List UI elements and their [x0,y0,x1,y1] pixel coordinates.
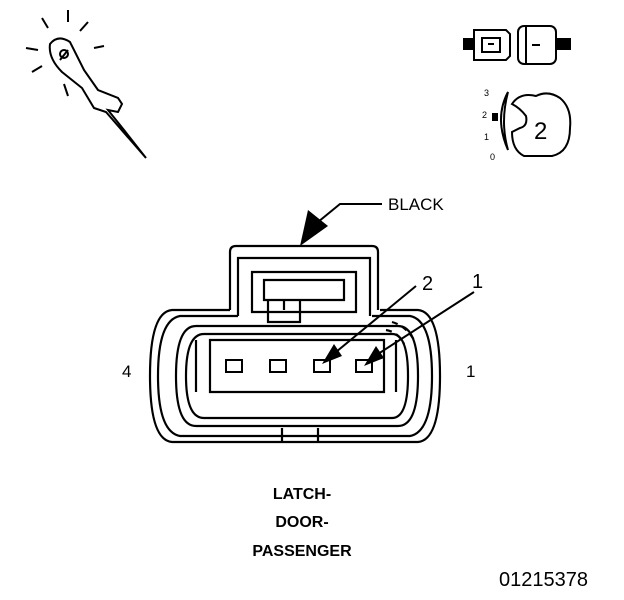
svg-text:LATCH-: LATCH- [273,486,331,503]
side-label-left: 4 [122,362,131,381]
pin-callout-2: 2 [422,273,433,295]
color-callout: BLACK [300,195,444,246]
svg-text:DOOR-: DOOR- [275,514,328,531]
connector-latch-housing [228,244,380,310]
svg-text:PASSENGER: PASSENGER [252,543,352,560]
terminal-cavities [225,359,373,373]
pin-callouts: 2 1 [322,271,483,366]
probe-tool-icon [25,10,147,159]
pin-callout-1: 1 [472,271,483,293]
connector-sideview-icon [463,25,571,65]
svg-text:0: 0 [490,152,495,162]
svg-text:BLACK: BLACK [388,195,444,214]
svg-text:2: 2 [534,118,547,145]
svg-text:1: 1 [484,132,489,142]
cavity-3 [269,359,287,373]
connector-face [148,244,442,444]
connector-outer-seal [148,308,442,444]
connector-body [174,324,420,428]
svg-text:3: 3 [484,88,489,98]
svg-text:2: 2 [482,110,487,120]
scale-position-icon: 3 2 1 0 2 [482,88,572,162]
side-label-right: 1 [466,362,475,381]
cavity-4 [225,359,243,373]
figure-number: 01215378 [499,569,588,591]
cavity-2 [313,359,331,373]
connector-title: LATCH- DOOR- PASSENGER [252,486,352,560]
